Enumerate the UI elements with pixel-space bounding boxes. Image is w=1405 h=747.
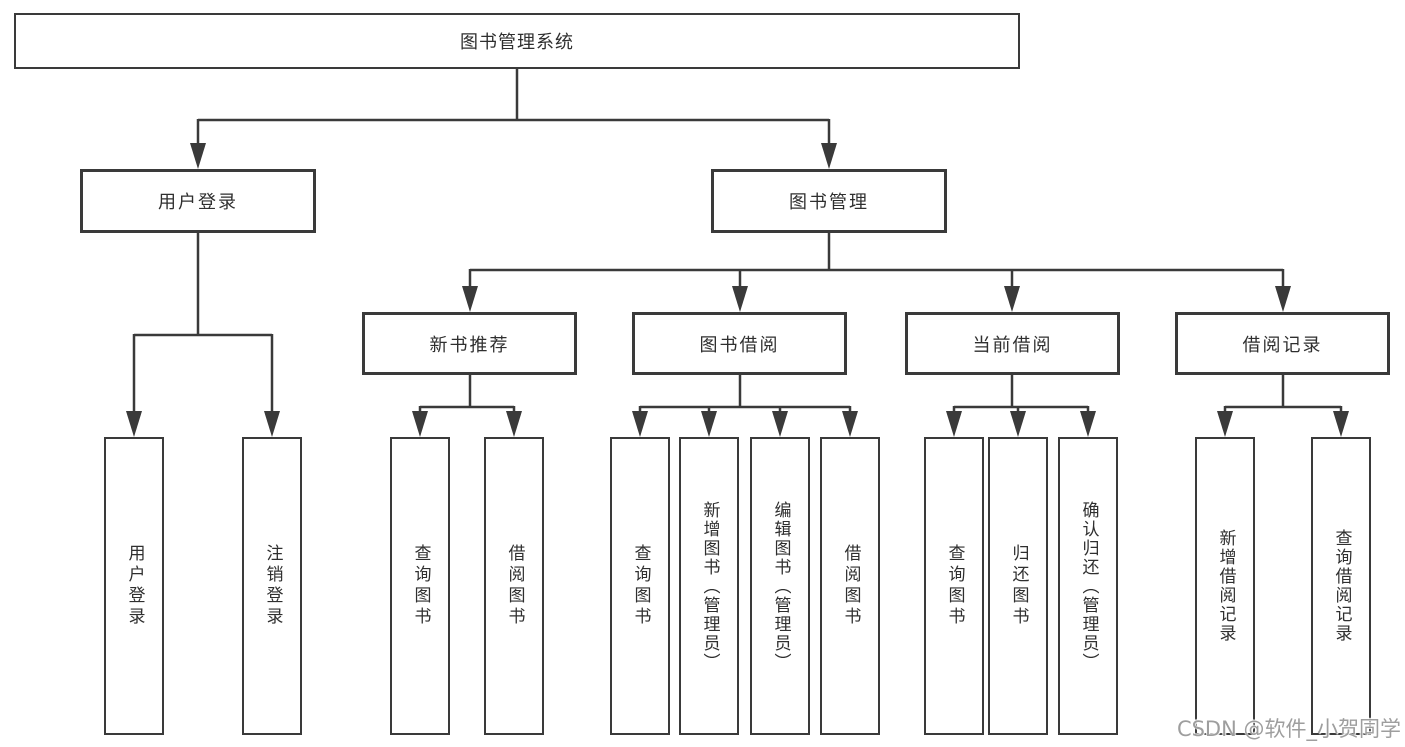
node-label: 借阅图书 [840, 544, 861, 628]
leaf-return-books: 归还图书 [988, 437, 1048, 735]
arrow-down-icon [126, 411, 142, 437]
arrow-down-icon [412, 411, 428, 437]
node-label: 注销登录 [262, 544, 283, 628]
node-label: 查询借阅记录 [1331, 529, 1352, 643]
arrow-down-icon [732, 286, 748, 312]
leaf-query-books: 查询图书 [390, 437, 450, 735]
node-label: 图书管理系统 [460, 32, 574, 53]
node-label: 用户登录 [158, 192, 238, 213]
csdn-watermark: CSDN @软件_小贺同学 [1176, 717, 1401, 741]
node-label: 查询图书 [944, 544, 965, 628]
leaf-query-books: 查询图书 [924, 437, 984, 735]
arrow-down-icon [1080, 411, 1096, 437]
node-label: 当前借阅 [972, 334, 1053, 356]
arrow-down-icon [1004, 286, 1020, 312]
node-label: 归还图书 [1008, 544, 1029, 628]
node-book-borrow: 图书借阅 [632, 312, 847, 375]
arrow-down-icon [1333, 411, 1349, 437]
leaf-borrow-books: 借阅图书 [820, 437, 880, 735]
node-label: 查询图书 [630, 544, 651, 628]
node-new-book-recommend: 新书推荐 [362, 312, 577, 375]
leaf-logout: 注销登录 [242, 437, 302, 735]
arrow-down-icon [190, 143, 206, 169]
node-label: 确认归还（管理员） [1078, 500, 1099, 672]
leaf-edit-book-admin: 编辑图书（管理员） [750, 437, 810, 735]
arrow-down-icon [1217, 411, 1233, 437]
node-label: 编辑图书（管理员） [770, 500, 791, 672]
node-book-management: 图书管理 [711, 169, 947, 233]
node-label: 查询图书 [410, 544, 431, 628]
leaf-add-borrow-record: 新增借阅记录 [1195, 437, 1255, 735]
leaf-user-login: 用户登录 [104, 437, 164, 735]
node-label: 借阅记录 [1242, 334, 1323, 356]
arrow-down-icon [462, 286, 478, 312]
arrow-down-icon [772, 411, 788, 437]
leaf-confirm-return-admin: 确认归还（管理员） [1058, 437, 1118, 735]
leaf-add-book-admin: 新增图书（管理员） [679, 437, 739, 735]
arrow-down-icon [842, 411, 858, 437]
node-label: 新书推荐 [429, 334, 510, 356]
node-label: 新增借阅记录 [1215, 529, 1236, 643]
node-label: 借阅图书 [504, 544, 525, 628]
arrow-down-icon [1275, 286, 1291, 312]
node-label: 新增图书（管理员） [699, 500, 720, 672]
node-label: 图书管理 [789, 192, 869, 213]
arrow-down-icon [264, 411, 280, 437]
arrow-down-icon [506, 411, 522, 437]
leaf-borrow-books: 借阅图书 [484, 437, 544, 735]
node-book-management-system: 图书管理系统 [14, 13, 1020, 69]
arrow-down-icon [1010, 411, 1026, 437]
leaf-query-borrow-record: 查询借阅记录 [1311, 437, 1371, 735]
arrow-down-icon [946, 411, 962, 437]
node-label: 用户登录 [124, 544, 145, 628]
arrow-down-icon [821, 143, 837, 169]
arrow-down-icon [701, 411, 717, 437]
arrow-down-icon [632, 411, 648, 437]
arrowhead-icons [126, 143, 1349, 437]
node-borrow-records: 借阅记录 [1175, 312, 1390, 375]
node-label: 图书借阅 [699, 334, 780, 356]
node-current-borrow: 当前借阅 [905, 312, 1120, 375]
leaf-query-books: 查询图书 [610, 437, 670, 735]
node-user-login: 用户登录 [80, 169, 316, 233]
